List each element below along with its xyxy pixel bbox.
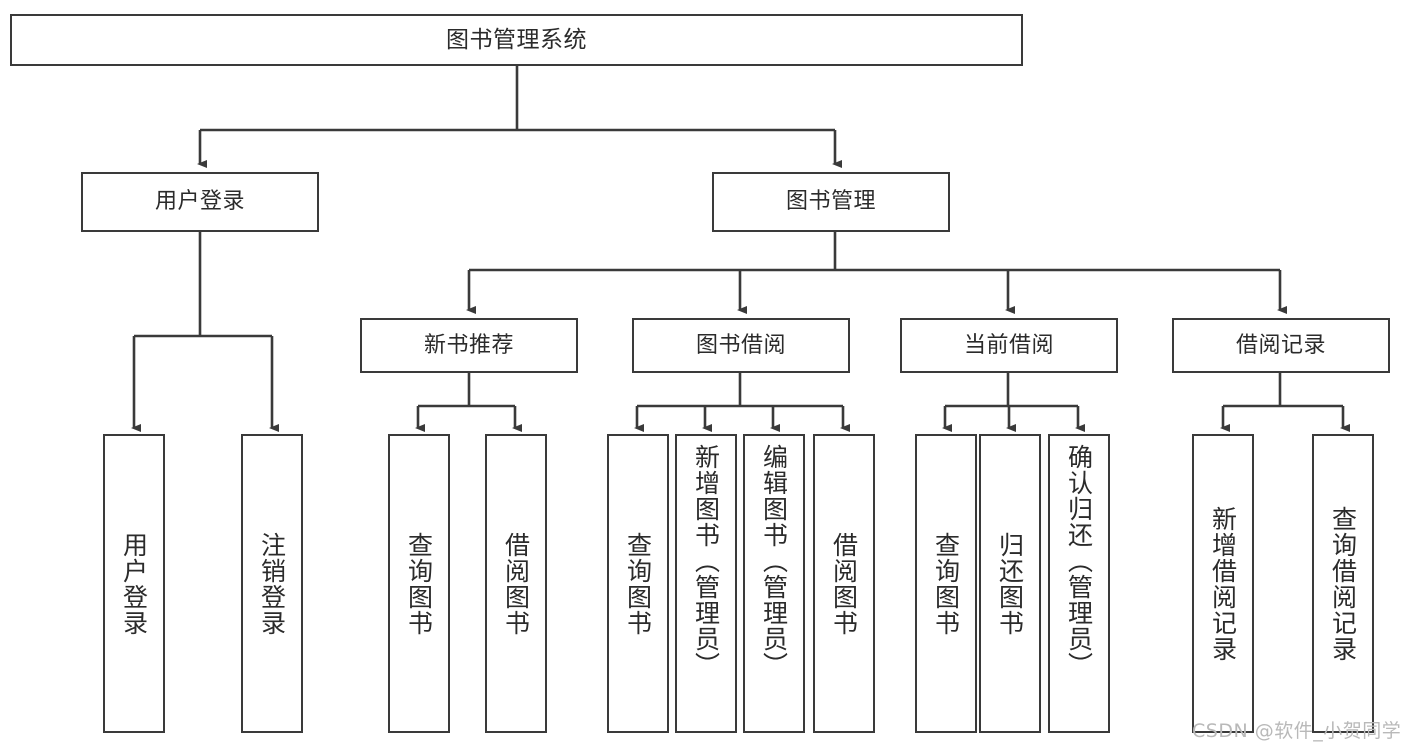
leaf-label: 新增图书（管理员） <box>691 444 721 678</box>
node-book-borrow[interactable]: 图书借阅 <box>632 318 850 373</box>
leaf-label: 借阅图书 <box>829 531 859 636</box>
leaf-query-book-borrow[interactable]: 查询图书 <box>607 434 669 733</box>
leaf-label: 查询图书 <box>404 531 434 636</box>
leaf-query-book-current[interactable]: 查询图书 <box>915 434 977 733</box>
leaf-borrow-book-newbook[interactable]: 借阅图书 <box>485 434 547 733</box>
node-user-login[interactable]: 用户登录 <box>81 172 319 232</box>
node-root-library-system[interactable]: 图书管理系统 <box>10 14 1023 66</box>
leaf-borrow-book[interactable]: 借阅图书 <box>813 434 875 733</box>
node-borrow-records[interactable]: 借阅记录 <box>1172 318 1390 373</box>
leaf-label: 确认归还（管理员） <box>1064 444 1094 678</box>
leaf-label: 查询借阅记录 <box>1328 505 1358 662</box>
node-label: 新书推荐 <box>423 332 514 358</box>
node-book-management[interactable]: 图书管理 <box>712 172 950 232</box>
leaf-label: 新增借阅记录 <box>1208 505 1238 662</box>
leaf-label: 查询图书 <box>623 531 653 636</box>
leaf-label: 查询图书 <box>931 531 961 636</box>
csdn-watermark: CSDN @软件_小贺同学 <box>1192 720 1402 742</box>
leaf-query-borrow-record[interactable]: 查询借阅记录 <box>1312 434 1374 733</box>
leaf-add-book-admin[interactable]: 新增图书（管理员） <box>675 434 737 733</box>
leaf-confirm-return-admin[interactable]: 确认归还（管理员） <box>1048 434 1110 733</box>
leaf-label: 编辑图书（管理员） <box>759 444 789 678</box>
leaf-add-borrow-record[interactable]: 新增借阅记录 <box>1192 434 1254 733</box>
node-label: 借阅记录 <box>1235 332 1326 358</box>
node-label: 当前借阅 <box>963 332 1054 358</box>
leaf-label: 注销登录 <box>257 531 287 636</box>
leaf-edit-book-admin[interactable]: 编辑图书（管理员） <box>743 434 805 733</box>
node-label: 图书管理 <box>785 189 876 214</box>
leaf-logout[interactable]: 注销登录 <box>241 434 303 733</box>
node-label: 用户登录 <box>154 189 245 214</box>
leaf-return-book[interactable]: 归还图书 <box>979 434 1041 733</box>
leaf-query-book-newbook[interactable]: 查询图书 <box>388 434 450 733</box>
node-new-book-recommend[interactable]: 新书推荐 <box>360 318 578 373</box>
leaf-label: 用户登录 <box>119 531 149 636</box>
node-label: 图书管理系统 <box>446 26 587 53</box>
leaf-label: 归还图书 <box>995 531 1025 636</box>
leaf-user-login[interactable]: 用户登录 <box>103 434 165 733</box>
leaf-label: 借阅图书 <box>501 531 531 636</box>
node-current-borrow[interactable]: 当前借阅 <box>900 318 1118 373</box>
node-label: 图书借阅 <box>695 332 786 358</box>
